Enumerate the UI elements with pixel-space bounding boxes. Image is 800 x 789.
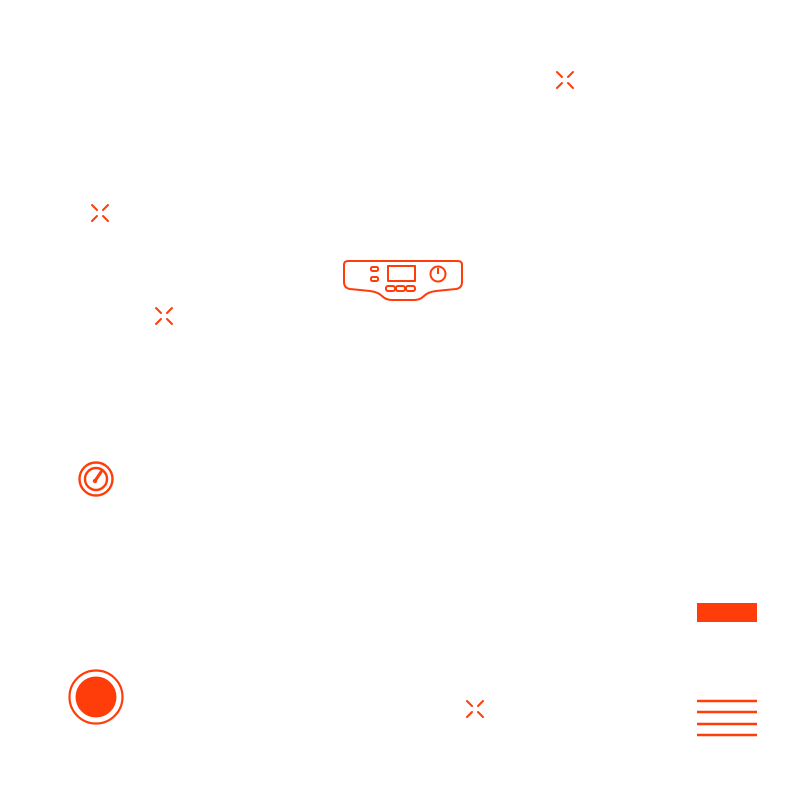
- bar-button[interactable]: [697, 603, 757, 622]
- record-icon: [68, 669, 124, 725]
- sparkle-icon: [464, 698, 486, 720]
- hamburger-menu-button[interactable]: [697, 698, 757, 738]
- sparkle-icon: [554, 69, 576, 91]
- record-button[interactable]: [67, 668, 125, 726]
- sparkle-icon: [89, 202, 111, 224]
- boiler-control-panel-icon: [340, 258, 466, 306]
- hamburger-menu-icon: [697, 699, 757, 737]
- sparkle-icon: [153, 305, 175, 327]
- pressure-gauge-icon: [77, 460, 115, 498]
